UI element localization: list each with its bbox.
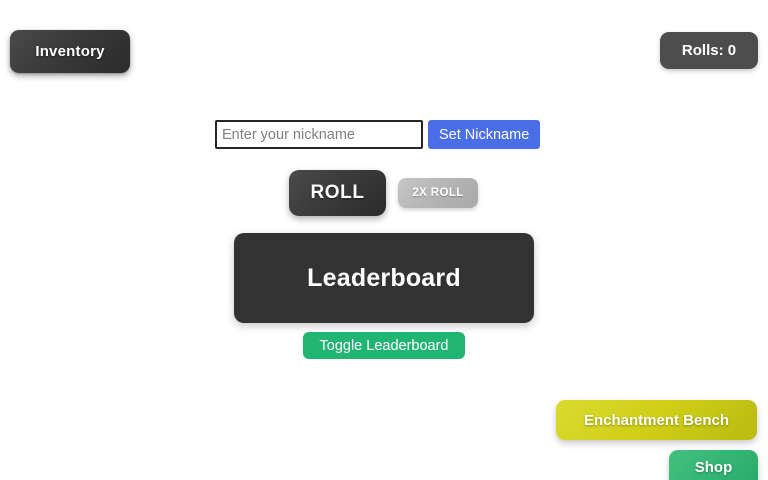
nickname-input[interactable] (215, 120, 423, 149)
leaderboard-title: Leaderboard (307, 263, 461, 292)
nickname-form: Set Nickname (215, 120, 541, 149)
inventory-button[interactable]: Inventory (10, 30, 130, 73)
roll-button[interactable]: ROLL (289, 170, 386, 216)
set-nickname-button[interactable]: Set Nickname (428, 120, 541, 149)
enchantment-bench-button[interactable]: Enchantment Bench (556, 400, 757, 440)
roll-2x-button[interactable]: 2X ROLL (398, 178, 478, 208)
leaderboard-panel: Leaderboard (234, 233, 534, 323)
shop-button[interactable]: Shop (669, 450, 758, 480)
roll-button-group: ROLL 2X ROLL (289, 170, 478, 216)
toggle-leaderboard-button[interactable]: Toggle Leaderboard (303, 332, 465, 359)
rolls-counter: Rolls: 0 (660, 32, 758, 69)
